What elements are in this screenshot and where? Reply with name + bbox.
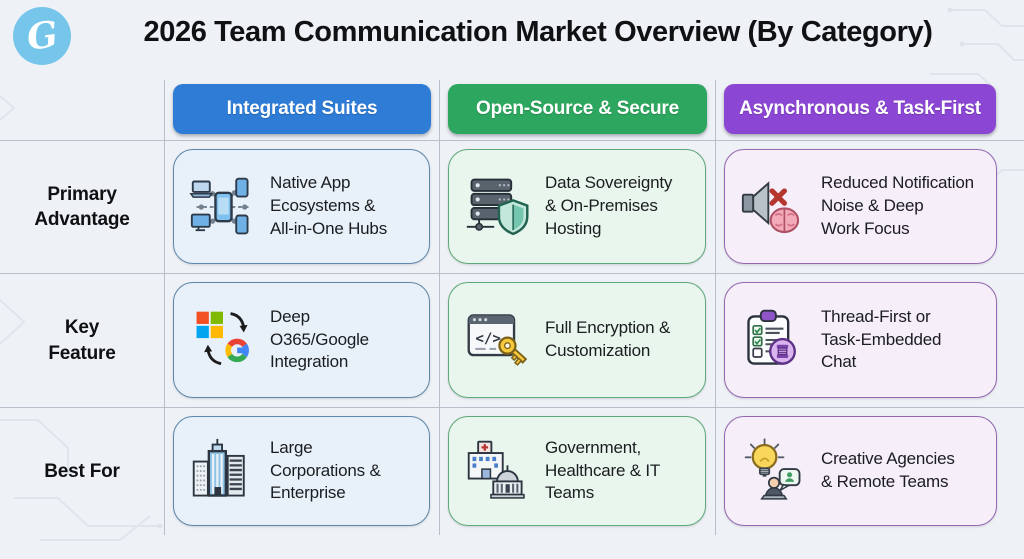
- card-text: Deep O365/Google Integration: [270, 306, 369, 372]
- category-pill: Asynchronous & Task-First: [724, 84, 996, 134]
- cell-primary-advantage-open-source: Data Sovereignty & On-Premises Hosting: [440, 141, 716, 274]
- cell-primary-advantage-asynchronous: Reduced Notification Noise & Deep Work F…: [716, 141, 1024, 274]
- category-pill: Integrated Suites: [173, 84, 431, 134]
- feature-card: Data Sovereignty & On-Premises Hosting: [448, 149, 706, 264]
- corporate-buildings-icon: [187, 435, 259, 507]
- cell-primary-advantage-integrated: Native App Ecosystems & All-in-One Hubs: [165, 141, 440, 274]
- feature-card: Thread-First or Task-Embedded Chat: [724, 282, 997, 398]
- cell-best-for-open-source: Government, Healthcare & IT Teams: [440, 408, 716, 535]
- card-text: Government, Healthcare & IT Teams: [545, 437, 661, 503]
- cell-key-feature-asynchronous: Thread-First or Task-Embedded Chat: [716, 274, 1024, 408]
- category-pill: Open-Source & Secure: [448, 84, 707, 134]
- comparison-table: Integrated Suites Open-Source & Secure A…: [0, 80, 1024, 535]
- row-label-primary-advantage: Primary Advantage: [0, 141, 165, 274]
- brand-script-logo: G: [13, 7, 71, 65]
- table-corner-cell: [0, 80, 165, 141]
- column-header-integrated-suites: Integrated Suites: [165, 80, 440, 141]
- code-window-key-icon: </>: [462, 304, 534, 376]
- government-healthcare-icon: [462, 435, 534, 507]
- feature-card: Creative Agencies & Remote Teams: [724, 416, 997, 526]
- idea-remote-team-icon: [738, 435, 810, 507]
- brand-logo-letter: G: [23, 13, 61, 59]
- card-text: Large Corporations & Enterprise: [270, 437, 381, 503]
- cell-best-for-asynchronous: Creative Agencies & Remote Teams: [716, 408, 1024, 535]
- feature-card: Reduced Notification Noise & Deep Work F…: [724, 149, 997, 264]
- card-text: Data Sovereignty & On-Premises Hosting: [545, 173, 673, 238]
- feature-card: </> Full Encryption & Customization: [448, 282, 706, 398]
- server-shield-icon: [462, 171, 534, 243]
- cell-key-feature-open-source: </> Full Encryption & Customization: [440, 274, 716, 408]
- card-text: Native App Ecosystems & All-in-One Hubs: [270, 173, 387, 238]
- card-text: Full Encryption & Customization: [545, 318, 671, 360]
- page-title: 2026 Team Communication Market Overview …: [143, 16, 933, 48]
- cell-key-feature-integrated: Deep O365/Google Integration: [165, 274, 440, 408]
- muted-speaker-brain-icon: [738, 171, 810, 243]
- feature-card: Native App Ecosystems & All-in-One Hubs: [173, 149, 430, 264]
- feature-card: Government, Healthcare & IT Teams: [448, 416, 706, 526]
- device-network-icon: [187, 171, 259, 243]
- card-text: Thread-First or Task-Embedded Chat: [821, 306, 942, 372]
- row-label-key-feature: Key Feature: [0, 274, 165, 408]
- row-label-best-for: Best For: [0, 408, 165, 535]
- microsoft-google-sync-icon: [187, 304, 259, 376]
- cell-best-for-integrated: Large Corporations & Enterprise: [165, 408, 440, 535]
- card-text: Creative Agencies & Remote Teams: [821, 449, 955, 491]
- feature-card: Deep O365/Google Integration: [173, 282, 430, 398]
- column-header-open-source-secure: Open-Source & Secure: [440, 80, 716, 141]
- clipboard-thread-icon: [738, 304, 810, 376]
- svg-text:</>: </>: [475, 331, 501, 347]
- column-header-asynchronous-task-first: Asynchronous & Task-First: [716, 80, 1024, 141]
- card-text: Reduced Notification Noise & Deep Work F…: [821, 173, 974, 238]
- feature-card: Large Corporations & Enterprise: [173, 416, 430, 526]
